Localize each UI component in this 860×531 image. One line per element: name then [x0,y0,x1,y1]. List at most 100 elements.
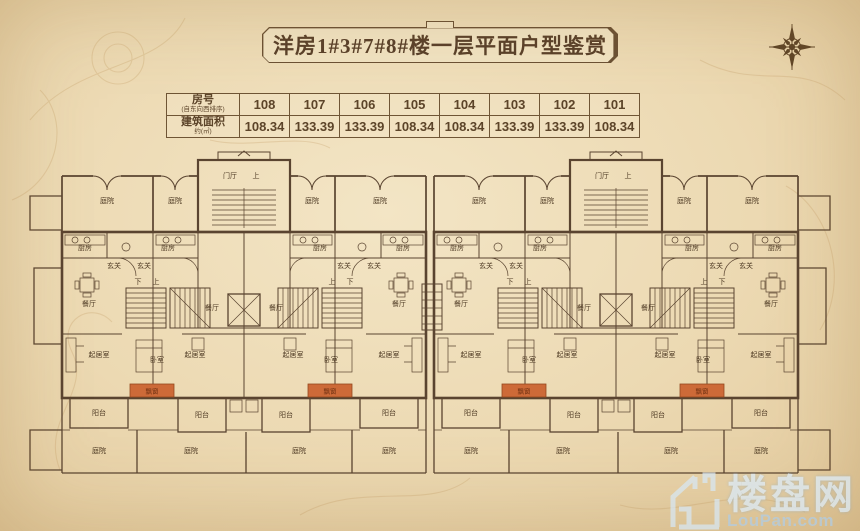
room-number-cell: 103 [489,93,540,116]
room-label: 庭院 [382,446,396,455]
room-number-header-label: 房号 [192,94,214,107]
loupan-watermark: 楼盘网 LouPan.com [665,469,856,531]
room-label: 庭院 [373,196,387,205]
bay-window-label: 飘窗 [324,387,337,396]
room-label: 厨房 [313,243,327,252]
room-label: 庭院 [92,446,106,455]
area-header: 建筑面积 约(㎡) [166,115,240,138]
room-label: 起居室 [461,350,482,359]
room-label: 庭院 [472,196,486,205]
room-label: 厨房 [685,243,699,252]
room-number-header-sub: (自东向西排序) [181,106,225,114]
room-label: 庭院 [677,196,691,205]
room-label: 庭院 [556,446,570,455]
room-label: 卧室 [324,355,338,364]
room-number-header: 房号 (自东向西排序) [166,93,240,116]
area-cell: 108.34 [389,115,440,138]
room-label: 厨房 [78,243,92,252]
room-label: 厨房 [533,243,547,252]
bay-window-label: 飘窗 [518,387,531,396]
house-icon [670,472,720,530]
room-label: 餐厅 [392,299,406,308]
room-label: 餐厅 [577,303,591,312]
bay-window [307,383,353,398]
title-ornament [426,21,454,28]
room-number-cell: 106 [339,93,390,116]
room-label: 庭院 [100,196,114,205]
room-label: 下 [135,278,142,286]
area-cell: 133.39 [539,115,590,138]
room-label: 庭院 [745,196,759,205]
room-label: 门厅 [223,171,237,180]
room-label: 起居室 [89,350,110,359]
room-label: 阳台 [279,410,293,419]
watermark-site-url: LouPan.com [727,511,835,530]
room-label: 阳台 [651,410,665,419]
area-table: 房号 (自东向西排序) 108 107 106 105 104 103 102 … [166,93,640,138]
room-label: 餐厅 [641,303,655,312]
room-label: 起居室 [185,350,206,359]
room-number-cell: 105 [389,93,440,116]
room-label: 上 [625,171,632,180]
room-label: 起居室 [655,350,676,359]
room-label: 玄关 [367,261,381,270]
compass-rose-icon [769,24,815,70]
room-label: 玄关 [107,261,121,270]
area-cell: 133.39 [489,115,540,138]
room-label: 餐厅 [82,299,96,308]
room-label: 庭院 [754,446,768,455]
room-label: 阳台 [195,410,209,419]
room-label: 上 [701,277,708,286]
watermark-site-name: 楼盘网 [727,473,856,517]
room-label: 下 [347,278,354,286]
room-number-cell: 107 [289,93,340,116]
room-number-cell: 101 [589,93,640,116]
room-label: 下 [507,278,514,286]
room-label: 上 [153,277,160,286]
room-label: 庭院 [464,446,478,455]
room-label: 阳台 [567,410,581,419]
room-labels-layer: 飘窗飘窗庭院庭院庭院庭院门厅上厨房厨房厨房厨房玄关玄关玄关玄关餐厅餐厅餐厅餐厅下… [78,171,782,455]
area-cell: 108.34 [589,115,640,138]
room-number-cell: 102 [539,93,590,116]
room-label: 上 [525,277,532,286]
room-label: 起居室 [557,350,578,359]
page-title: 洋房1#3#7#8#楼一层平面户型鉴赏 [273,34,607,58]
room-label: 厨房 [396,243,410,252]
room-label: 上 [253,171,260,180]
room-number-row: 房号 (自东向西排序) 108 107 106 105 104 103 102 … [166,93,640,116]
room-label: 下 [719,278,726,286]
room-label: 玄关 [479,261,493,270]
room-label: 厨房 [450,243,464,252]
side-wings [29,195,831,471]
room-label: 玄关 [509,261,523,270]
bay-window [501,383,547,398]
area-row: 建筑面积 约(㎡) 108.34 133.39 133.39 108.34 10… [166,115,640,138]
area-cell: 133.39 [289,115,340,138]
room-label: 玄关 [709,261,723,270]
area-header-label: 建筑面积 [181,116,225,129]
room-number-cell: 108 [239,93,290,116]
room-number-cell: 104 [439,93,490,116]
room-label: 阳台 [92,408,106,417]
room-label: 门厅 [595,171,609,180]
room-label: 玄关 [337,261,351,270]
room-label: 庭院 [305,196,319,205]
room-label: 起居室 [379,350,400,359]
room-label: 庭院 [168,196,182,205]
room-label: 卧室 [696,355,710,364]
building-block-right [432,149,800,475]
room-label: 起居室 [751,350,772,359]
bay-window [129,383,175,398]
room-label: 餐厅 [764,299,778,308]
room-label: 餐厅 [454,299,468,308]
room-label: 玄关 [137,261,151,270]
bay-window [679,383,725,398]
room-label: 庭院 [184,446,198,455]
bay-window-label: 飘窗 [146,387,159,396]
room-label: 起居室 [283,350,304,359]
title-border-inner [263,28,614,62]
room-label: 上 [329,277,336,286]
